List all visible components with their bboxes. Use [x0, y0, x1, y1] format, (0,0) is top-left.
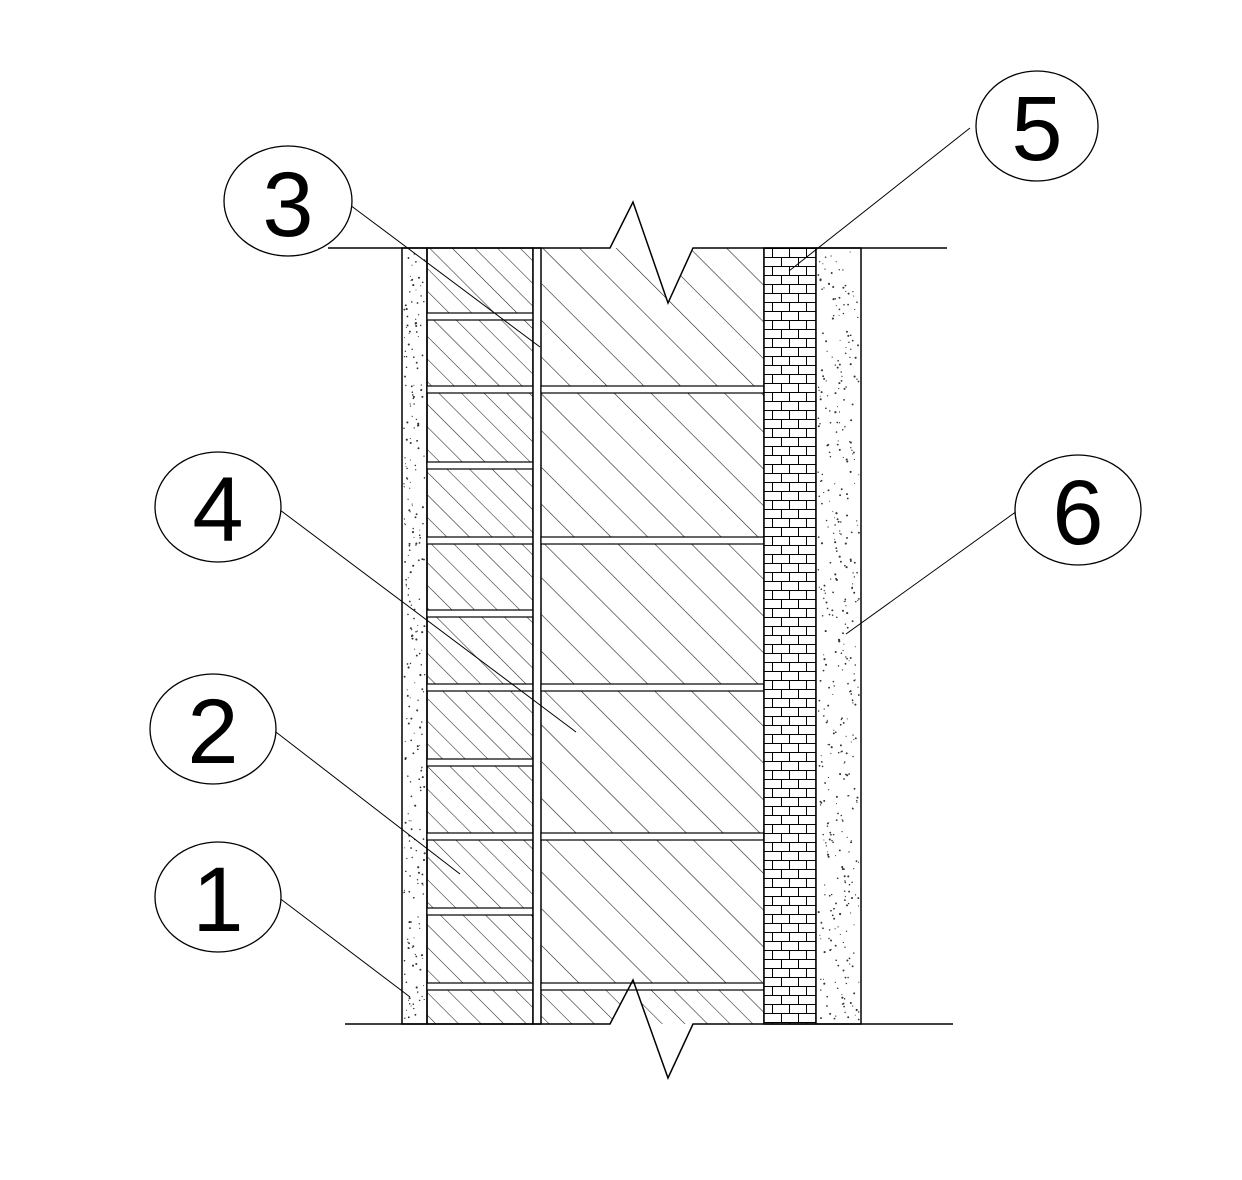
callout-6: 6 [1014, 454, 1142, 566]
callout-4-label: 4 [192, 459, 243, 561]
leader-lines [271, 127, 1018, 998]
callout-2-label: 2 [187, 681, 238, 783]
layer-1-plaster [401, 247, 428, 1025]
callout-5-label: 5 [1011, 78, 1062, 180]
leader-1 [277, 896, 411, 998]
callout-2: 2 [149, 673, 277, 785]
callout-4: 4 [154, 451, 282, 563]
callout-3-label: 3 [262, 154, 313, 256]
layer-6-plaster [815, 247, 862, 1025]
layer-4-main-block [540, 248, 765, 1024]
callout-5: 5 [975, 70, 1099, 182]
callout-6-label: 6 [1052, 462, 1103, 564]
layer-3-strip [532, 247, 542, 1025]
boundary-lines [328, 200, 953, 1080]
leader-4 [275, 506, 577, 733]
leader-6 [845, 510, 1018, 635]
layer-2-masonry [426, 247, 534, 1025]
leader-5 [788, 127, 971, 272]
leader-3 [345, 201, 541, 348]
leader-2 [271, 728, 461, 875]
callout-1: 1 [154, 841, 282, 953]
layer-5-brick [763, 247, 817, 1025]
callout-1-label: 1 [192, 849, 243, 951]
callout-3: 3 [223, 145, 353, 257]
